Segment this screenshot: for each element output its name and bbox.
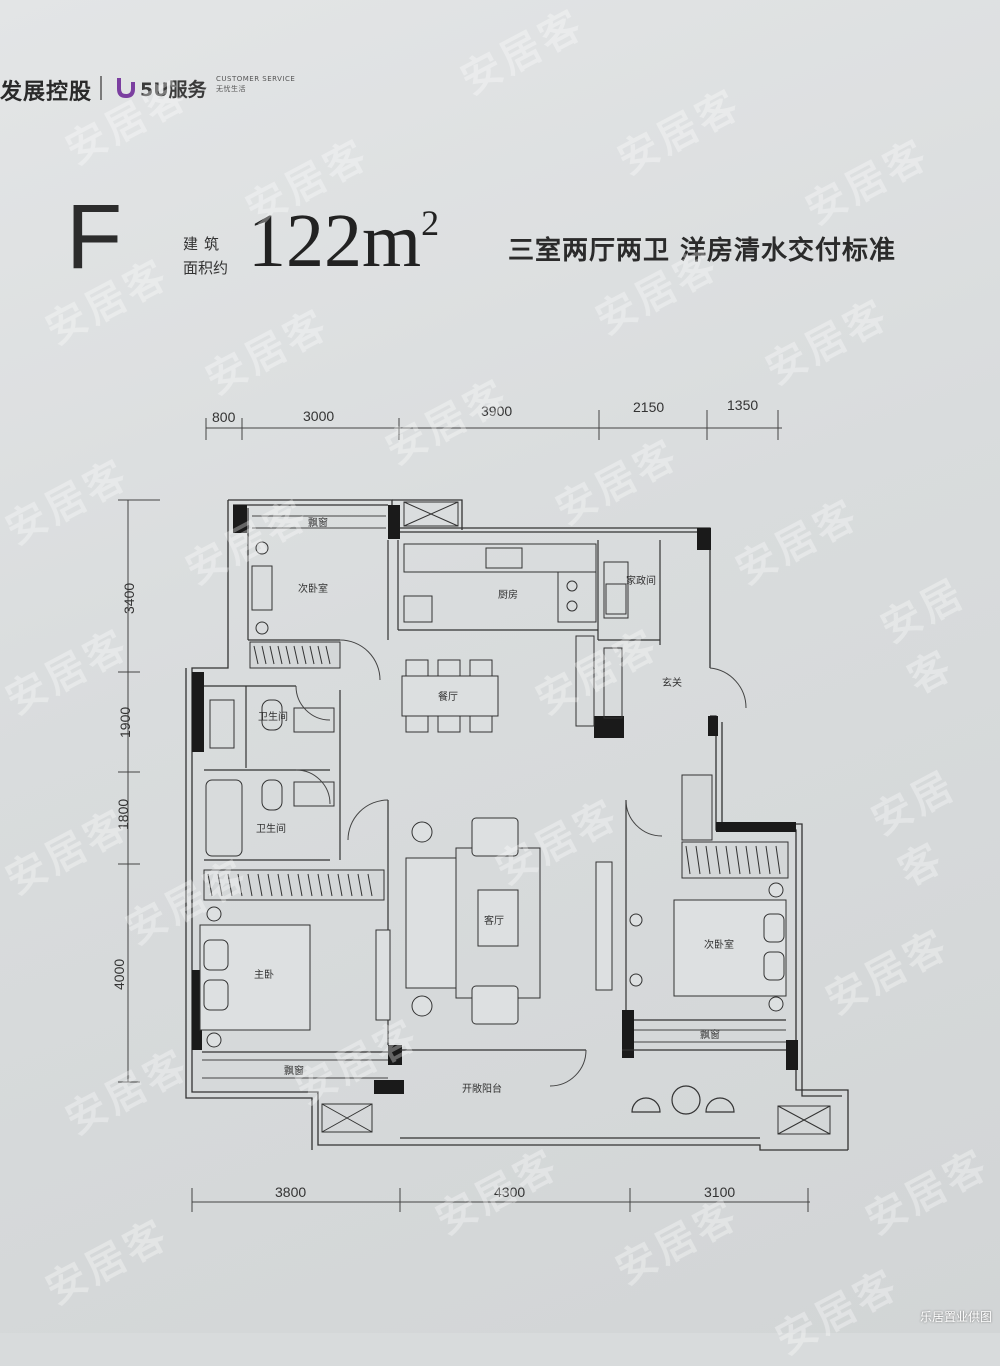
dim-bottom-1: 3800 bbox=[275, 1184, 306, 1200]
room-bathroom-1: 卫生间 bbox=[258, 710, 288, 723]
left-dimension-line bbox=[118, 499, 160, 1083]
dim-bottom-2: 4300 bbox=[494, 1184, 525, 1200]
dim-top-4: 2150 bbox=[633, 399, 664, 415]
top-dimension-line bbox=[205, 410, 782, 440]
brand-divider bbox=[100, 76, 102, 100]
room-utility: 家政间 bbox=[626, 574, 656, 587]
room-entrance: 玄关 bbox=[662, 676, 682, 689]
bottom-dimension-line bbox=[191, 1188, 810, 1212]
room-bay-window-top: 飘窗 bbox=[308, 516, 328, 529]
service-en-text: CUSTOMER SERVICE bbox=[216, 75, 296, 83]
dim-left-3: 1800 bbox=[115, 799, 131, 830]
room-bay-window-master: 飘窗 bbox=[284, 1064, 304, 1077]
bathroom-fixtures bbox=[205, 541, 335, 857]
dim-top-5: 1350 bbox=[727, 397, 758, 413]
living-furniture bbox=[375, 817, 643, 1025]
dim-bottom-3: 3100 bbox=[704, 1184, 735, 1200]
balcony-furniture bbox=[631, 1085, 735, 1115]
room-kitchen: 厨房 bbox=[498, 588, 518, 601]
interior-walls bbox=[202, 508, 786, 1053]
dim-top-1: 800 bbox=[212, 409, 236, 425]
dining-table bbox=[401, 659, 499, 733]
service-tagline: CUSTOMER SERVICE 无忧生活 bbox=[216, 74, 295, 94]
wall-blocks bbox=[192, 505, 798, 1094]
service-cn-text: 无忧生活 bbox=[216, 85, 246, 93]
ac-units bbox=[321, 501, 831, 1135]
service-label: 5U服务 bbox=[140, 79, 207, 101]
area-caption-line2: 面积约 bbox=[183, 259, 229, 277]
door-swings bbox=[295, 639, 747, 1087]
plan-description: 三室两厅两卫 洋房清水交付标准 bbox=[508, 236, 897, 266]
room-bathroom-2: 卫生间 bbox=[256, 822, 286, 835]
dim-left-2: 1900 bbox=[117, 707, 133, 738]
kitchen-counters bbox=[403, 543, 629, 727]
area-caption-line1: 建筑 bbox=[183, 235, 226, 253]
room-dining: 餐厅 bbox=[438, 690, 458, 703]
floor-plan-drawing: 800 3000 3900 2150 1350 3400 1900 1800 4… bbox=[111, 397, 849, 1212]
wardrobe-hatch bbox=[207, 645, 781, 897]
room-master-bedroom: 主卧 bbox=[254, 968, 274, 981]
brand-text: 发展控股 bbox=[0, 80, 93, 105]
area-caption: 建筑 面积约 bbox=[183, 232, 233, 280]
dim-left-4: 4000 bbox=[111, 959, 127, 990]
wardrobes bbox=[203, 641, 789, 901]
dim-top-3: 3900 bbox=[481, 403, 512, 419]
area-sup: 2 bbox=[421, 203, 440, 243]
image-credit: 乐居置业供图 bbox=[919, 1310, 992, 1324]
room-second-bedroom-right: 次卧室 bbox=[704, 938, 734, 951]
dim-top-2: 3000 bbox=[303, 408, 334, 424]
bay-window-lines bbox=[202, 515, 786, 1079]
area-number: 122m bbox=[248, 199, 422, 283]
room-second-bedroom-top: 次卧室 bbox=[298, 582, 328, 595]
beds bbox=[199, 882, 787, 1048]
dim-left-1: 3400 bbox=[121, 583, 137, 614]
room-living: 客厅 bbox=[484, 914, 504, 927]
u-logo-icon bbox=[117, 78, 135, 98]
room-balcony: 开敞阳台 bbox=[462, 1082, 502, 1095]
area-value: 122m2 bbox=[248, 198, 439, 285]
plan-type-letter: F bbox=[66, 186, 123, 288]
room-bay-window-right: 飘窗 bbox=[700, 1028, 720, 1041]
